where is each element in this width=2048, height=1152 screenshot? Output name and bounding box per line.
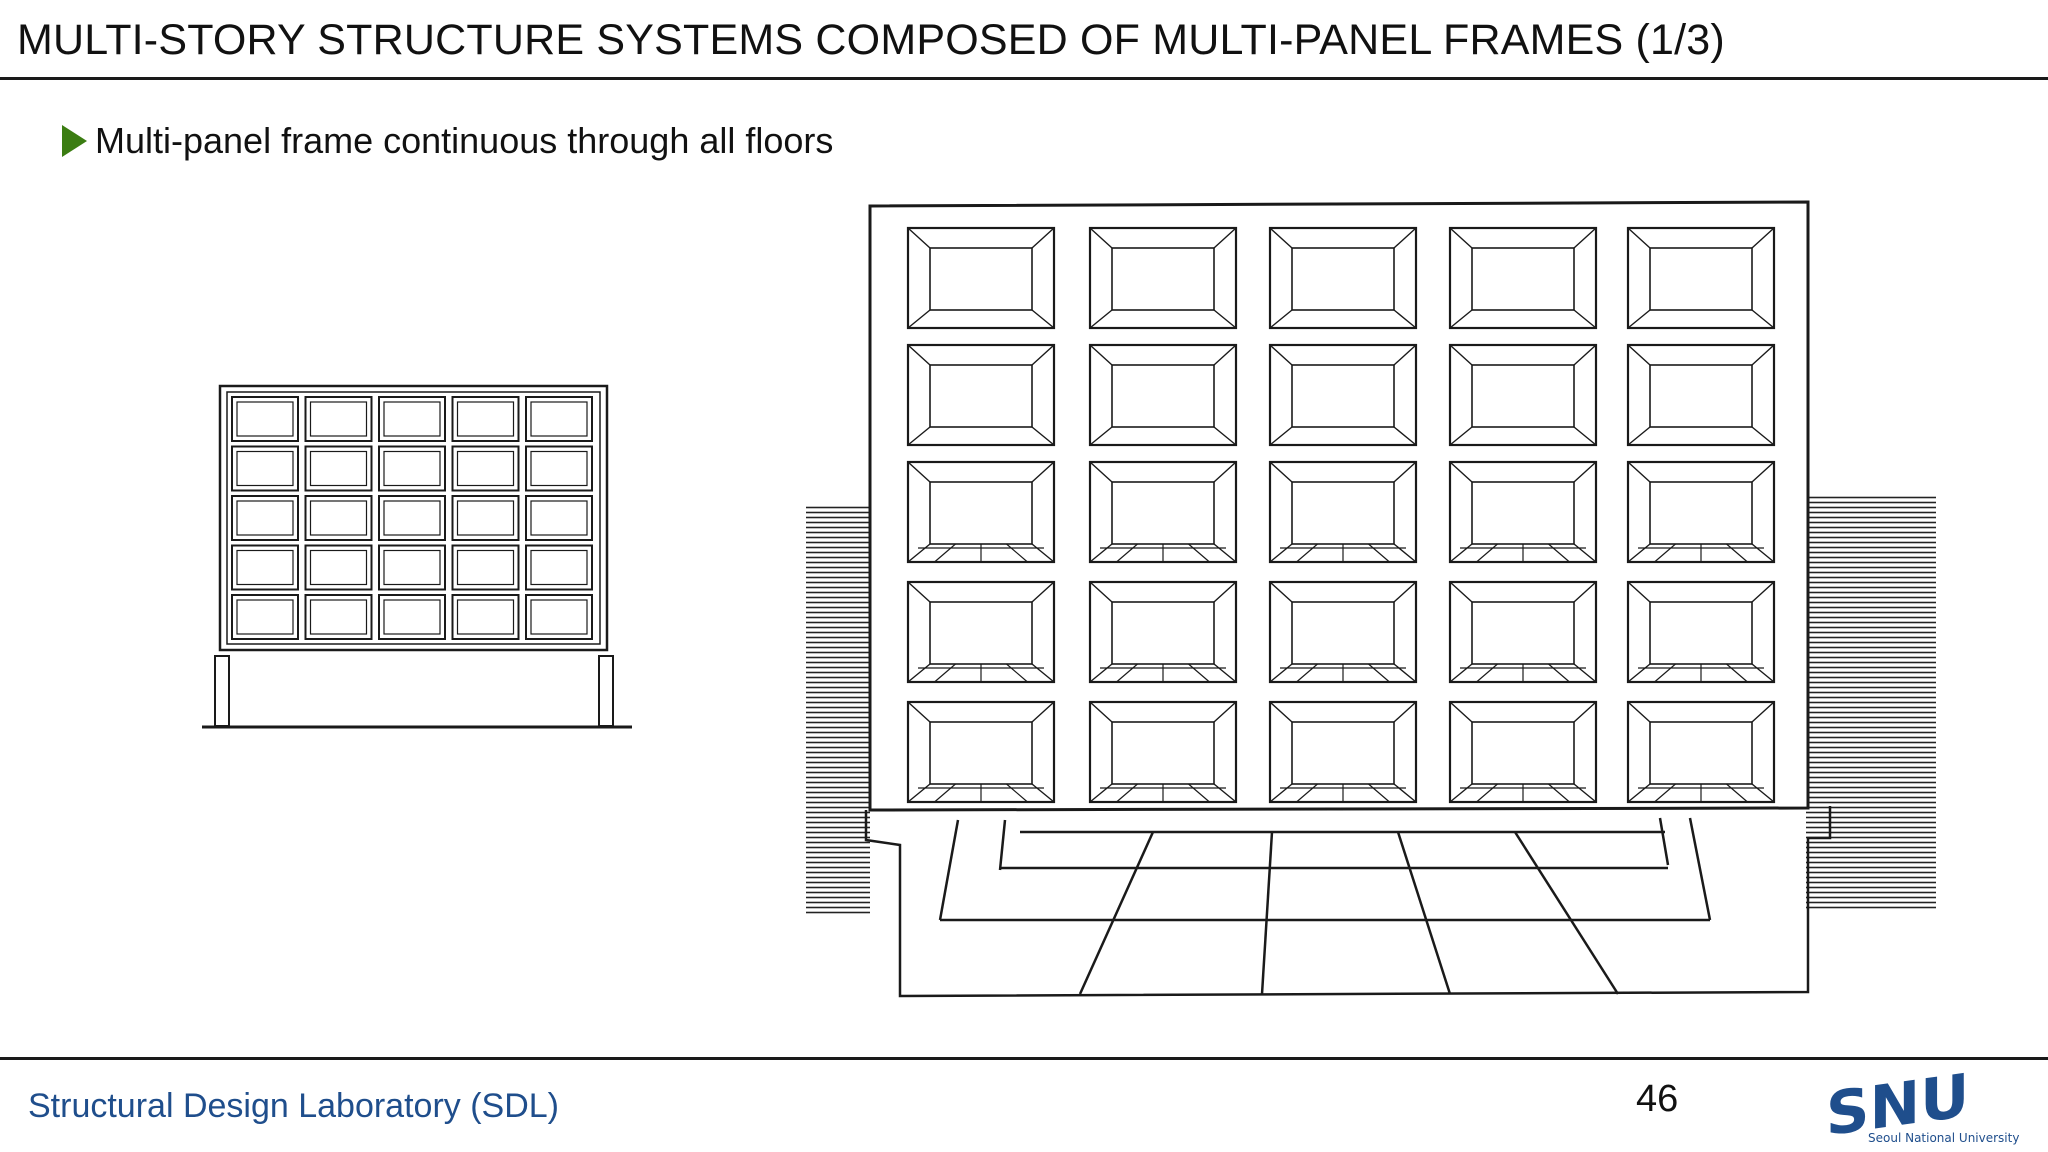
small-panel-inner [236, 500, 294, 536]
frame-elevation-drawing [202, 384, 632, 729]
small-panel-inner [456, 450, 515, 487]
small-panel-inner [309, 500, 368, 536]
bullet-item: Multi-panel frame continuous through all… [62, 116, 833, 166]
small-panel [231, 495, 299, 541]
small-panel-inner [530, 450, 588, 487]
bullet-text: Multi-panel frame continuous through all… [95, 120, 834, 161]
small-panel [378, 594, 446, 640]
small-panel-inner [236, 549, 294, 586]
frame-opening [906, 343, 1056, 447]
frame-opening [1448, 580, 1598, 684]
small-panel [525, 544, 593, 591]
frame-opening [1268, 460, 1418, 564]
small-panel [525, 594, 593, 640]
small-panel [378, 396, 446, 442]
background-building-left [806, 504, 870, 916]
frame-openings [906, 226, 1776, 804]
small-panel-inner [309, 401, 368, 437]
snu-logo: SNU [1826, 1068, 1969, 1148]
frame-opening [1448, 460, 1598, 564]
frame-opening [1088, 343, 1238, 447]
frame-opening [1088, 580, 1238, 684]
small-panel [451, 396, 520, 442]
small-panel-inner [236, 450, 294, 487]
small-panel [378, 445, 446, 492]
small-panel-inner [236, 401, 294, 437]
frame-opening [906, 700, 1056, 804]
small-panel-inner [309, 450, 368, 487]
small-panel [451, 594, 520, 640]
small-panel [304, 445, 373, 492]
small-panel [525, 445, 593, 492]
small-panel [451, 445, 520, 492]
small-panel-inner [530, 599, 588, 635]
small-panel [451, 544, 520, 591]
small-panel-inner [309, 549, 368, 586]
small-panel-inner [383, 549, 441, 586]
small-panel [304, 594, 373, 640]
frame-opening [1626, 226, 1776, 330]
university-name: Seoul National University [1868, 1131, 2020, 1145]
frame-opening [1448, 700, 1598, 804]
frame-opening [1088, 700, 1238, 804]
small-panel-inner [456, 599, 515, 635]
frame-opening [1088, 460, 1238, 564]
frame-opening [1448, 343, 1598, 447]
small-panel [378, 495, 446, 541]
page-number: 46 [1636, 1078, 1679, 1120]
small-panel-inner [456, 500, 515, 536]
frame-opening [1268, 700, 1418, 804]
small-panel [304, 544, 373, 591]
small-panel [231, 594, 299, 640]
frame-opening [1448, 226, 1598, 330]
small-panel [231, 544, 299, 591]
small-panel-inner [530, 500, 588, 536]
frame-opening [1088, 226, 1238, 330]
frame-opening [906, 226, 1056, 330]
small-panel [525, 396, 593, 442]
background-building-right [1806, 496, 1936, 911]
small-panel [231, 445, 299, 492]
title-divider [0, 77, 2048, 80]
frame-opening [1626, 343, 1776, 447]
small-panel [231, 396, 299, 442]
small-panel-inner [383, 500, 441, 536]
small-panel-inner [456, 401, 515, 437]
small-panel [525, 495, 593, 541]
frame-opening [1626, 460, 1776, 564]
ground-level [864, 806, 1832, 998]
footer-lab-name: Structural Design Laboratory (SDL) [28, 1087, 560, 1125]
frame-opening [906, 460, 1056, 564]
frame-opening [1626, 580, 1776, 684]
small-panel-inner [530, 549, 588, 586]
small-panels [231, 396, 593, 640]
small-panel [304, 396, 373, 442]
small-panel-inner [236, 599, 294, 635]
slide-title: MULTI-STORY STRUCTURE SYSTEMS COMPOSED O… [17, 16, 1725, 64]
triangle-bullet-icon [62, 125, 87, 157]
small-panel-inner [383, 450, 441, 487]
frame-opening [1268, 580, 1418, 684]
footer-divider [0, 1057, 2048, 1060]
small-panel [304, 495, 373, 541]
frame-opening [906, 580, 1056, 684]
small-panel-inner [530, 401, 588, 437]
small-panel-inner [383, 401, 441, 437]
small-panel-inner [309, 599, 368, 635]
small-panel-inner [383, 599, 441, 635]
frame-opening [1268, 343, 1418, 447]
frame-opening [1268, 226, 1418, 330]
frame-perspective-drawing [806, 200, 1936, 998]
small-panel [451, 495, 520, 541]
small-panel [378, 544, 446, 591]
small-panel-inner [456, 549, 515, 586]
frame-opening [1626, 700, 1776, 804]
